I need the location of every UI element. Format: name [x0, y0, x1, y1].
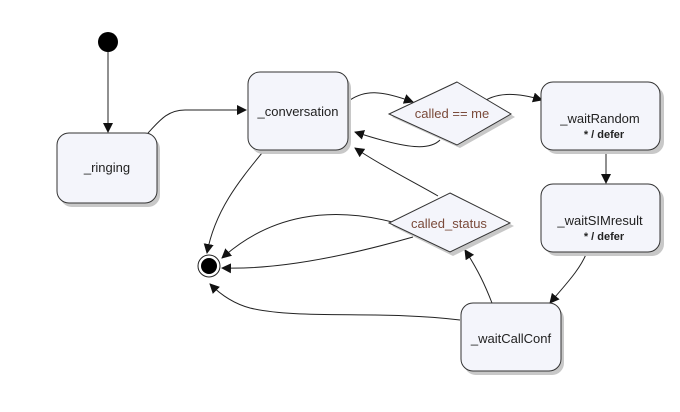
state-waitsimresult-label: _waitSIMresult [556, 213, 643, 228]
state-waitrandom-label: _waitRandom [559, 111, 640, 126]
transition-conversation-final[interactable] [203, 152, 263, 254]
final-state-icon [201, 258, 217, 274]
choice-called-status[interactable]: called_status [387, 192, 514, 256]
state-waitsimresult-action: * / defer [584, 231, 625, 243]
state-waitrandom-action: * / defer [584, 129, 625, 141]
state-conversation-label: _conversation [257, 104, 339, 119]
state-waitrandom[interactable]: _waitRandom * / defer [540, 81, 664, 154]
final-state [197, 254, 221, 278]
state-ringing[interactable]: _ringing [56, 132, 160, 207]
transition-waitcallconf-calledstatus[interactable] [464, 249, 493, 304]
transition-waitsimresult-waitcallconf[interactable] [549, 251, 588, 304]
choice-called-me[interactable]: called == me [387, 81, 515, 148]
transition-ringing-conversation[interactable] [147, 105, 247, 134]
state-conversation[interactable]: _conversation [247, 71, 351, 154]
transition-conversation-calledme[interactable] [349, 92, 414, 104]
transition-waitcallconf-final[interactable] [209, 283, 461, 321]
transition-calledstatus-final-lower[interactable] [221, 236, 414, 274]
initial-state-icon [98, 32, 118, 52]
state-ringing-label: _ringing [83, 160, 130, 175]
choice-called-me-label: called == me [415, 106, 489, 121]
transitions [103, 52, 611, 321]
state-waitcallconf-label: _waitCallConf [470, 331, 552, 346]
choice-called-status-label: called_status [411, 216, 487, 231]
state-waitcallconf[interactable]: _waitCallConf [460, 302, 564, 375]
transition-calledstatus-final-upper[interactable] [221, 214, 397, 259]
state-waitsimresult[interactable]: _waitSIMresult * / defer [540, 183, 664, 256]
transition-calledme-conversation[interactable] [354, 130, 441, 148]
transition-calledstatus-conversation[interactable] [354, 147, 439, 197]
